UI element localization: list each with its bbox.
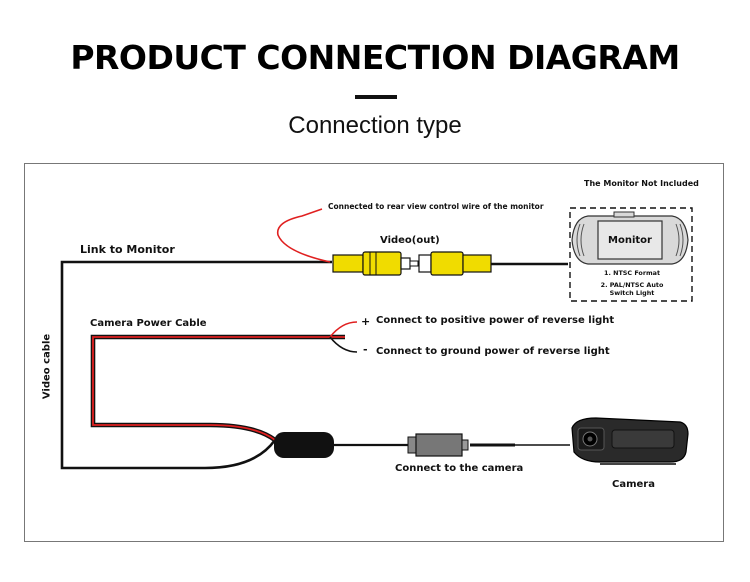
positive-sign: + xyxy=(361,315,371,328)
negative-sign: - xyxy=(363,343,368,356)
camera-power-cable-label: Camera Power Cable xyxy=(90,318,207,329)
monitor-note-2b: Switch Light xyxy=(609,289,655,297)
video-cable xyxy=(60,260,332,470)
rca-plug-male xyxy=(332,251,419,276)
camera-label: Camera xyxy=(612,479,655,490)
power-cable-inner xyxy=(92,336,345,441)
control-wire-note: Connected to rear view control wire of t… xyxy=(328,202,544,211)
link-to-monitor-label: Link to Monitor xyxy=(80,243,175,256)
camera-connector xyxy=(407,433,469,457)
ground-lead xyxy=(329,336,358,353)
title-underline xyxy=(355,95,397,99)
monitor-note-2a: 2. PAL/NTSC Auto xyxy=(600,281,664,289)
control-wire xyxy=(276,208,331,263)
positive-power-note: Connect to positive power of reverse lig… xyxy=(376,315,615,326)
video-out-label: Video(out) xyxy=(380,235,440,246)
monitor-box xyxy=(569,207,693,302)
rca-socket-female xyxy=(418,251,492,276)
monitor-screen-label: Monitor xyxy=(608,235,652,246)
page-title: PRODUCT CONNECTION DIAGRAM xyxy=(70,38,680,77)
monitor-not-included-label: The Monitor Not Included xyxy=(584,179,699,188)
monitor-icon xyxy=(571,211,689,265)
ground-power-note: Connect to ground power of reverse light xyxy=(376,346,610,357)
page-subtitle: Connection type xyxy=(288,112,462,139)
monitor-note-1: 1. NTSC Format xyxy=(604,269,660,277)
video-cable-label: Video cable xyxy=(41,333,53,400)
cable-junction xyxy=(274,432,334,458)
camera-device xyxy=(571,417,689,465)
positive-lead xyxy=(329,321,358,338)
connect-camera-label: Connect to the camera xyxy=(395,463,524,474)
diagram-frame xyxy=(24,163,724,542)
